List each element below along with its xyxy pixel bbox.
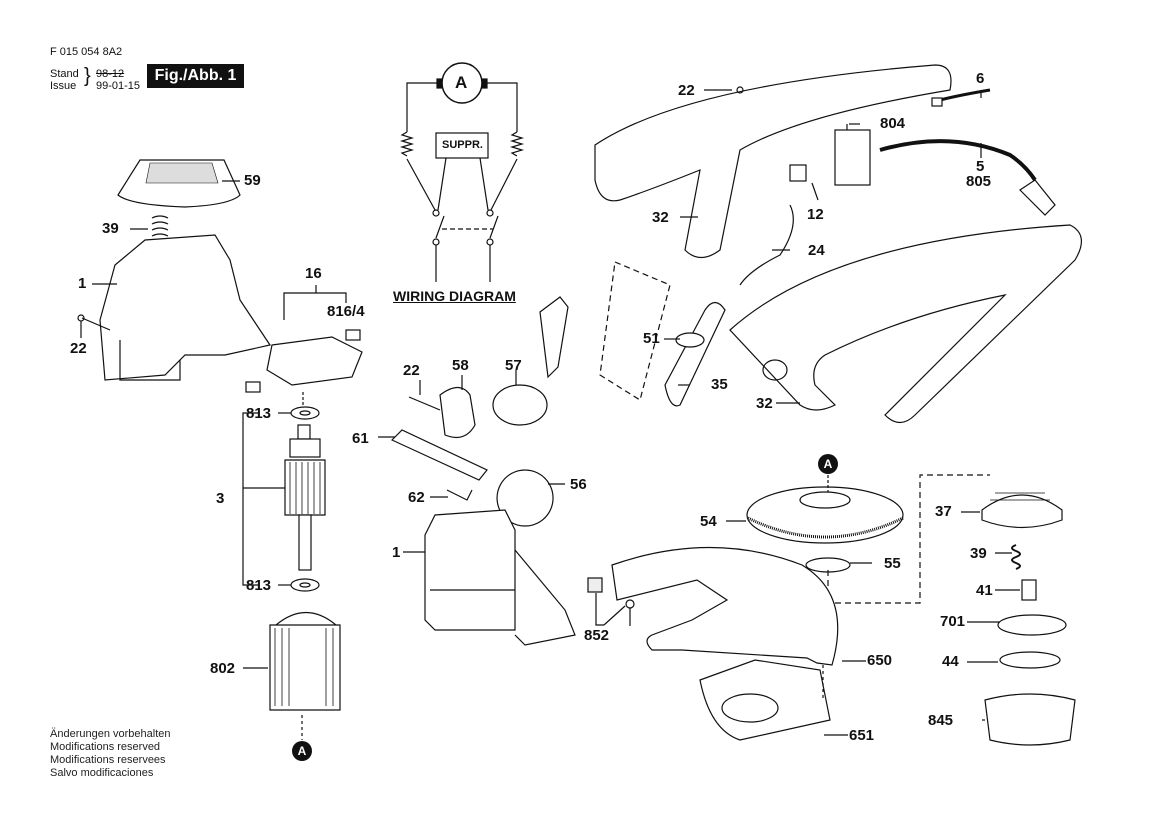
capacitor-icon (789, 164, 807, 182)
connector-marker-a: A (818, 454, 838, 474)
callout-845: 845 (928, 712, 954, 729)
modification-notes: Änderungen vorbehalten Modifications res… (50, 728, 170, 780)
callout-56: 56 (570, 476, 587, 493)
brace-icon: } (84, 65, 91, 87)
upper-handle (594, 64, 952, 259)
callout-802: 802 (210, 660, 236, 677)
armature-assembly (242, 406, 326, 592)
callout-39: 39 (102, 220, 119, 237)
switch-icon (834, 129, 871, 186)
switch-contact (435, 215, 445, 239)
callout-650: 650 (867, 652, 893, 669)
callout-35: 35 (711, 376, 728, 393)
callout-24: 24 (808, 242, 825, 259)
callout-55: 55 (884, 555, 901, 572)
note-line: Änderungen vorbehalten (50, 728, 171, 740)
connector-marker-a: A (292, 741, 312, 761)
part-61 (390, 429, 488, 481)
callout-41: 41 (976, 582, 993, 599)
brush-holder-assembly (245, 285, 363, 405)
callout-51: 51 (643, 330, 660, 347)
wiring-diagram-title: WIRING DIAGRAM (393, 288, 516, 304)
callout-804: 804 (880, 115, 906, 132)
callout-61: 61 (352, 430, 369, 447)
motor-symbol-label: A (455, 73, 468, 92)
issue-label: Issue (50, 80, 77, 92)
callout-57: 57 (505, 357, 522, 374)
callout-37: 37 (935, 503, 952, 520)
part-58 (439, 386, 476, 438)
switch-contact (489, 215, 499, 239)
callout-32: 32 (652, 209, 669, 226)
callout-59: 59 (244, 172, 261, 189)
carbon-brush-icon (245, 381, 261, 393)
callout-852: 852 (584, 627, 610, 644)
callout-805: 805 (966, 173, 992, 190)
callout-5: 5 (976, 158, 985, 175)
switch-and-cable (739, 88, 1056, 286)
field-coil-icon (509, 131, 525, 157)
part-57 (492, 384, 548, 426)
callout-54: 54 (700, 513, 717, 530)
callout-1: 1 (78, 275, 87, 292)
carbon-brush-icon (345, 329, 361, 341)
callout-1: 1 (392, 544, 401, 561)
figure-label: Fig./Abb. 1 (147, 64, 244, 88)
guard-assembly (587, 546, 866, 741)
note-line: Salvo modificaciones (50, 767, 154, 779)
suppressor-label: SUPPR. (442, 139, 483, 151)
wiring-diagram (399, 62, 525, 282)
callout-701: 701 (940, 613, 966, 630)
suppressor-box (435, 132, 489, 159)
callout-32: 32 (756, 395, 773, 412)
field-coil-icon (399, 131, 415, 157)
callout-813: 813 (246, 405, 272, 422)
callout-22: 22 (678, 82, 695, 99)
spool-assembly (961, 492, 1076, 746)
plug-icon (1019, 179, 1056, 216)
callout-58: 58 (452, 357, 469, 374)
callout-22: 22 (403, 362, 420, 379)
motor-housing-middle (378, 296, 576, 646)
stand-label: Stand (50, 68, 79, 80)
callout-16: 16 (305, 265, 322, 282)
lower-handle (599, 224, 1082, 424)
part-56 (496, 469, 554, 527)
callout-813: 813 (246, 577, 272, 594)
callout-22: 22 (70, 340, 87, 357)
issue-value: 99-01-15 (96, 80, 141, 92)
note-line: Modifications reservees (50, 754, 166, 766)
housing-assembly-left (77, 159, 271, 381)
note-line: Modifications reserved (50, 741, 161, 753)
callout-39: 39 (970, 545, 987, 562)
part-handle-grip (539, 296, 569, 379)
callout-44: 44 (942, 653, 959, 670)
callout-62: 62 (408, 489, 425, 506)
callout-3: 3 (216, 490, 225, 507)
document-number: F 015 054 8A2 (50, 46, 123, 58)
callout-12: 12 (807, 206, 824, 223)
callout-6: 6 (976, 70, 985, 87)
callout-651: 651 (849, 727, 875, 744)
stand-value: 98-12 (96, 68, 125, 80)
stator (243, 612, 341, 740)
callout-816-4: 816/4 (327, 303, 365, 320)
